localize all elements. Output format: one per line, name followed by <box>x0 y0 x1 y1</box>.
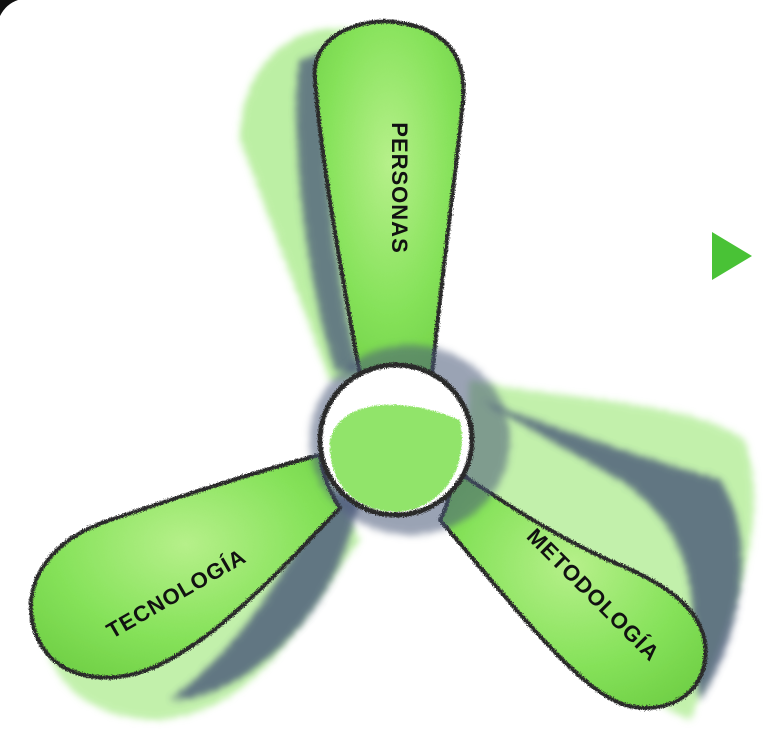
label-personas: PERSONAS <box>387 122 412 253</box>
blade-tecnologia <box>28 452 360 720</box>
blade-tecnologia-body <box>28 452 343 680</box>
blade-personas <box>240 19 466 381</box>
blade-tecnologia-shadow <box>170 490 360 700</box>
right-triangle-arrow-icon[interactable] <box>712 232 752 280</box>
blade-personas-body <box>312 19 466 378</box>
blade-metodologia-body <box>437 466 708 710</box>
blade-metodologia <box>437 380 754 720</box>
hub-fill <box>329 404 462 512</box>
blade-metodologia-shadow <box>480 400 742 700</box>
blade-personas-shadow <box>296 50 360 372</box>
propeller-hub <box>310 345 510 535</box>
corner-mark <box>0 0 18 16</box>
